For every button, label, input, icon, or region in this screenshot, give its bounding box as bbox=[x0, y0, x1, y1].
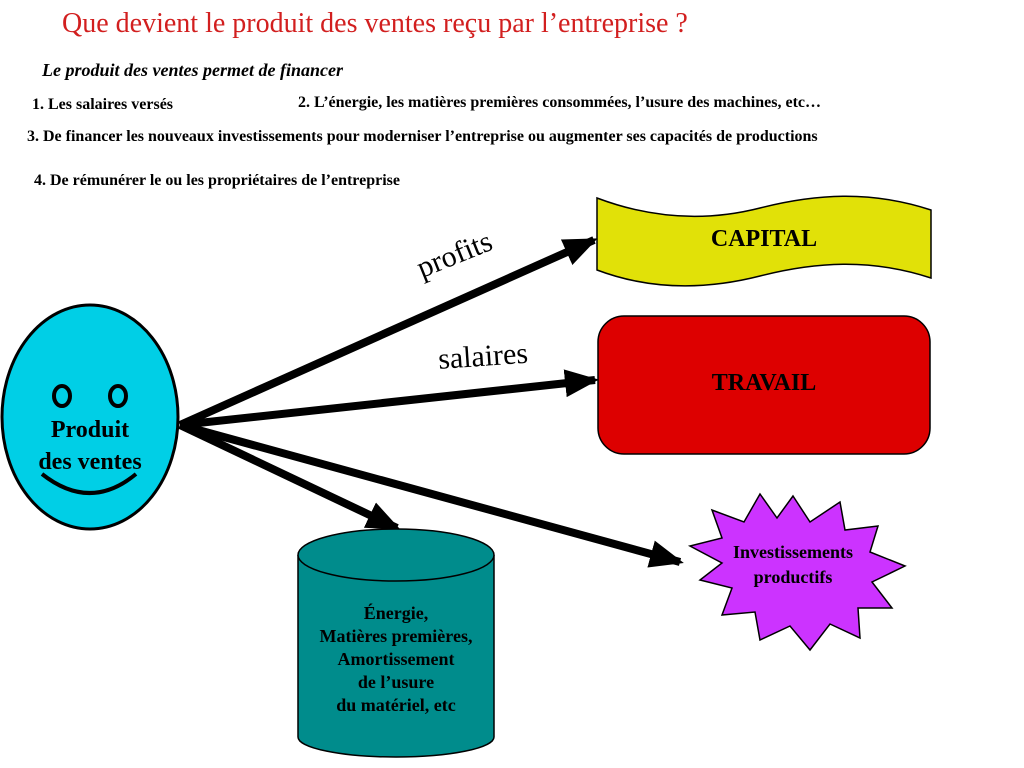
list-item-proprietaires: 4. De rémunérer le ou les propriétaires … bbox=[34, 172, 400, 189]
investissements-line: productifs bbox=[753, 567, 833, 587]
list-item-energie: 2. L’énergie, les matières premières con… bbox=[298, 94, 822, 111]
list-item-salaires: 1. Les salaires versés bbox=[32, 96, 174, 113]
energie-label: Énergie, Matières premières, Amortisseme… bbox=[296, 602, 496, 717]
investissements-line: Investissements bbox=[733, 542, 853, 562]
arrow-investissements bbox=[178, 421, 684, 568]
energie-line: de l’usure bbox=[357, 672, 435, 692]
source-line: des ventes bbox=[38, 449, 142, 475]
energie-cylinder bbox=[297, 528, 495, 758]
source-label: Produit des ventes bbox=[20, 414, 160, 478]
list-item-investissements: 3. De financer les nouveaux investisseme… bbox=[27, 128, 818, 145]
page-title: Que devient le produit des ventes reçu p… bbox=[62, 8, 688, 39]
smiley-face-icon bbox=[0, 303, 180, 531]
energie-line: du matériel, etc bbox=[336, 695, 456, 715]
subtitle: Le produit des ventes permet de financer bbox=[42, 60, 343, 80]
travail-box bbox=[597, 315, 931, 455]
source-line: Produit bbox=[50, 417, 130, 443]
arrow-profits bbox=[178, 236, 598, 429]
travail-label: TRAVAIL bbox=[711, 370, 817, 396]
arrow-salaires bbox=[179, 369, 599, 429]
capital-banner bbox=[596, 195, 932, 287]
energie-line: Matières premières, bbox=[319, 626, 473, 646]
arrow-label-salaires: salaires bbox=[437, 336, 530, 376]
arrow-energie bbox=[178, 421, 401, 532]
investissements-burst bbox=[687, 492, 907, 652]
energie-line: Amortissement bbox=[337, 649, 455, 669]
energie-line: Énergie, bbox=[363, 603, 429, 623]
investissements-label: Investissements productifs bbox=[700, 540, 886, 590]
capital-label: CAPITAL bbox=[710, 226, 818, 252]
